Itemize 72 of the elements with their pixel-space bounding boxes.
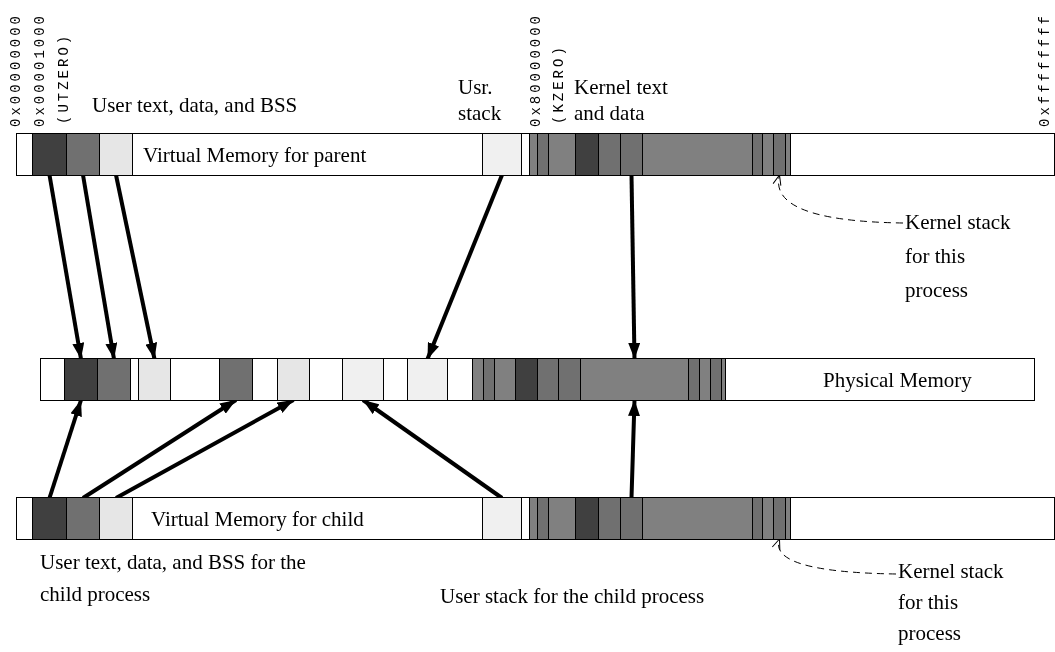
- address-label: 0xffffffff: [1038, 13, 1053, 127]
- memory-segment: [482, 134, 522, 175]
- memory-segment: [66, 498, 100, 539]
- memory-segment: [710, 359, 722, 400]
- region-label: Usr. stack: [458, 74, 503, 126]
- virtual-memory-bar: [16, 497, 1055, 540]
- memory-segment: [515, 359, 538, 400]
- bar-label: Virtual Memory for parent: [143, 142, 367, 167]
- memory-segment: [785, 134, 791, 175]
- arrow: [628, 174, 641, 360]
- memory-segment: [762, 134, 774, 175]
- memory-segment: [642, 498, 753, 539]
- memory-segment: [699, 359, 711, 400]
- region-label: User text, data, and BSS: [92, 92, 298, 118]
- bar-label: Virtual Memory for child: [151, 506, 364, 531]
- memory-segment: [66, 134, 100, 175]
- memory-segment: [752, 498, 763, 539]
- address-label: (KZERO): [552, 44, 567, 124]
- memory-segment: [642, 134, 753, 175]
- address-label: (UTZERO): [57, 32, 72, 124]
- callout-text: Kernel stack for this process: [898, 558, 1005, 647]
- memory-segment: [99, 498, 133, 539]
- arrow: [425, 174, 504, 360]
- arrow: [81, 174, 118, 360]
- region-label: Kernel text and data: [574, 74, 669, 126]
- memory-segment: [64, 359, 98, 400]
- arrow: [47, 174, 85, 360]
- region-label: User stack for the child process: [440, 583, 706, 609]
- memory-segment: [548, 498, 576, 539]
- memory-segment: [752, 134, 763, 175]
- address-label: 0x80000000: [529, 13, 544, 127]
- memory-segment: [558, 359, 581, 400]
- memory-segment: [620, 134, 643, 175]
- address-label: 0x00001000: [33, 13, 48, 127]
- memory-segment: [482, 498, 522, 539]
- memory-segment: [721, 359, 726, 400]
- memory-segment: [785, 498, 791, 539]
- memory-segment: [537, 498, 549, 539]
- memory-segment: [598, 498, 621, 539]
- arrow: [628, 399, 640, 499]
- memory-segment: [688, 359, 700, 400]
- callout-text: Kernel stack for this process: [905, 209, 1012, 304]
- arrow: [47, 399, 83, 499]
- address-label: 0x00000000: [9, 13, 24, 127]
- memory-segment: [762, 498, 774, 539]
- memory-segment: [277, 359, 310, 400]
- bar-label: Physical Memory: [823, 367, 972, 392]
- memory-segment: [32, 134, 67, 175]
- memory-segment: [537, 359, 559, 400]
- arrow: [114, 174, 158, 360]
- memory-segment: [407, 359, 448, 400]
- memory-segment: [483, 359, 495, 400]
- region-label: User text, data, and BSS for the child process: [40, 549, 307, 608]
- memory-segment: [342, 359, 384, 400]
- memory-segment: [138, 359, 171, 400]
- memory-segment: [620, 498, 643, 539]
- memory-segment: [32, 498, 67, 539]
- memory-segment: [99, 134, 133, 175]
- physical-memory-bar: [40, 358, 1035, 401]
- memory-segment: [494, 359, 516, 400]
- memory-segment: [575, 134, 599, 175]
- memory-segment: [575, 498, 599, 539]
- leader-line: [773, 538, 897, 575]
- virtual-memory-bar: [16, 133, 1055, 176]
- leader-line: [773, 174, 904, 224]
- memory-segment: [472, 359, 484, 400]
- memory-segment: [598, 134, 621, 175]
- memory-segment: [548, 134, 576, 175]
- memory-segment: [580, 359, 689, 400]
- memory-segment: [97, 359, 131, 400]
- memory-segment: [219, 359, 253, 400]
- memory-segment: [537, 134, 549, 175]
